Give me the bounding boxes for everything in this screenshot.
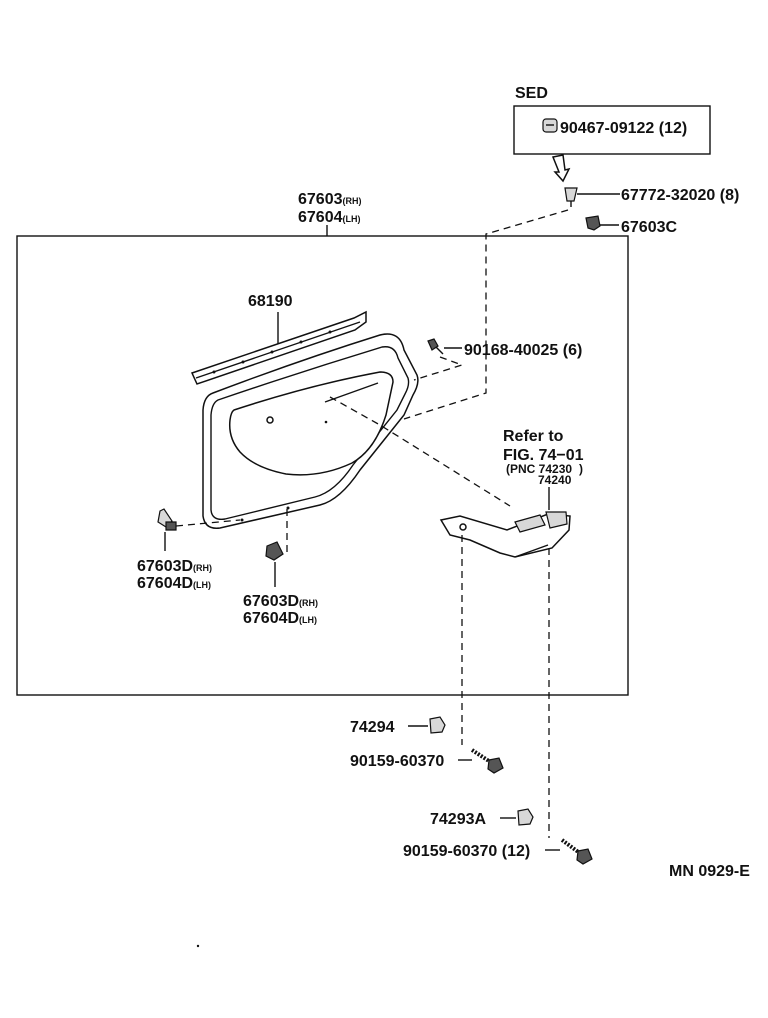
label-67603c: 67603C [621,219,677,236]
label-pnc-74230: PNC 74230 [510,462,572,476]
nut-74293a-icon [517,808,534,826]
door-trim-group-box [16,235,629,696]
label-67603d-mid: 67603D(RH) [243,593,318,610]
label-74294: 74294 [350,719,395,736]
sed-inset-box [513,105,711,155]
stray-mark [196,944,200,948]
label-67772-32020: 67772-32020 (8) [621,187,739,204]
label-67604d-mid: 67604D(LH) [243,610,317,627]
down-arrow-icon [551,154,571,183]
label-68190: 68190 [248,293,293,310]
clip-90467-icon [542,118,558,133]
armrest-74230 [439,511,571,558]
label-74293a: 74293A [430,811,486,828]
nut-74294-icon [429,716,446,734]
screw-90168-icon [427,338,444,355]
dashed-link-clip-left [175,519,241,527]
label-67603d-left: 67603D(RH) [137,558,212,575]
drawing-code: MN 0929-E [669,863,750,880]
label-90168-40025: 90168-40025 (6) [464,342,582,359]
label-refer-to: Refer to [503,428,564,445]
clip-67603c-icon [585,215,601,231]
dashed-link-90168 [413,356,465,381]
dashed-link-armrest [329,396,511,507]
label-67603-rh: 67603(RH) [298,191,362,208]
label-pnc-74240: 74240 [538,473,572,487]
fastener-67772-icon [564,187,578,207]
screw-90159-a-icon [470,748,504,774]
clip-67603d-left-icon [157,508,177,531]
door-trim-panel [202,333,419,529]
label-90159-60370-a: 90159-60370 [350,753,444,770]
dashed-link-67603c [403,209,569,420]
weatherstrip-68190 [190,310,367,385]
label-67604-lh: 67604(LH) [298,209,361,226]
clip-67603d-mid-icon [265,541,284,561]
screw-90159-b-icon [560,838,593,865]
label-90467-09122: 90467-09122 (12) [560,120,687,137]
label-bracket-close: ) [579,462,583,476]
label-67604d-left: 67604D(LH) [137,575,211,592]
label-90159-60370-b: 90159-60370 (12) [403,843,530,860]
label-bracket-open: ( [506,462,510,476]
sed-label: SED [515,85,548,102]
label-fig-74-01: FIG. 74−01 [503,447,584,464]
